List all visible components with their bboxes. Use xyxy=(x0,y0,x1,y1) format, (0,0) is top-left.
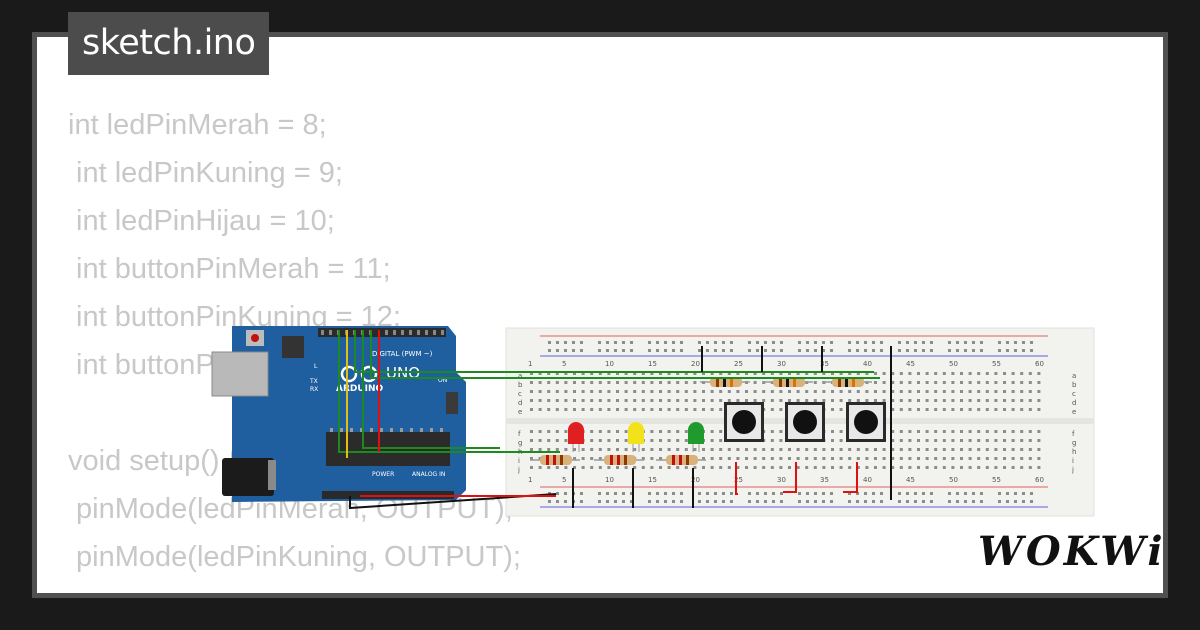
breadboard-column-number: 1 xyxy=(528,476,532,484)
breadboard-row-letter: b xyxy=(1072,381,1077,389)
breadboard-column-number: 35 xyxy=(820,360,829,368)
breadboard-row-letter: a xyxy=(1072,372,1076,380)
breadboard-row-letter: e xyxy=(518,408,522,416)
breadboard-column-number: 45 xyxy=(906,360,915,368)
breadboard-column-number: 10 xyxy=(605,476,614,484)
breadboard-row-letter: g xyxy=(1072,439,1076,447)
breadboard-row-letter: i xyxy=(518,457,520,465)
breadboard-column-number: 30 xyxy=(777,360,786,368)
rx-label: RX xyxy=(310,386,318,393)
breadboard-column-number: 30 xyxy=(777,476,786,484)
breadboard-column-number: 5 xyxy=(562,360,566,368)
usb-port xyxy=(211,351,269,397)
power-label: POWER xyxy=(372,471,394,478)
pushbutton-1[interactable] xyxy=(724,402,764,442)
breadboard-column-number: 10 xyxy=(605,360,614,368)
breadboard-column-number: 35 xyxy=(820,476,829,484)
led-yellow[interactable] xyxy=(628,422,644,452)
breadboard-column-number: 20 xyxy=(691,476,700,484)
breadboard-column-number: 20 xyxy=(691,360,700,368)
breadboard-column-number: 25 xyxy=(734,476,743,484)
resistor-top-2[interactable] xyxy=(763,377,813,387)
digital-label: DIGITAL (PWM ~) xyxy=(372,350,433,358)
breadboard-column-number: 40 xyxy=(863,360,872,368)
pushbutton-2[interactable] xyxy=(785,402,825,442)
breadboard-row-letter: f xyxy=(1072,430,1075,438)
breadboard-row-letter: h xyxy=(1072,448,1076,456)
resistor-top-3[interactable] xyxy=(822,377,872,387)
wires xyxy=(338,330,880,510)
breadboard-column-number: 5 xyxy=(562,476,566,484)
code-line: void setup() { xyxy=(68,445,238,477)
resistor-bottom-1[interactable] xyxy=(530,455,580,465)
breadboard-column-number: 40 xyxy=(863,476,872,484)
breadboard-row-letter: e xyxy=(1072,408,1076,416)
led-l-label: L xyxy=(314,363,318,370)
board-brand: ARDUINO xyxy=(336,384,384,394)
resistor-bottom-2[interactable] xyxy=(594,455,644,465)
breadboard-row-letter: c xyxy=(1072,390,1076,398)
code-line: int ledPinMerah = 8; xyxy=(68,109,327,141)
breadboard-column-number: 15 xyxy=(648,476,657,484)
breadboard-column-number: 50 xyxy=(949,476,958,484)
breadboard-column-number: 60 xyxy=(1035,360,1044,368)
breadboard-row-letter: d xyxy=(1072,399,1076,407)
wokwi-logo: WOKWi xyxy=(978,528,1166,575)
breadboard-row-letter: g xyxy=(518,439,522,447)
analog-label: ANALOG IN xyxy=(412,471,445,478)
breadboard-column-number: 55 xyxy=(992,360,1001,368)
reset-button[interactable] xyxy=(251,334,259,342)
breadboard-column-number: 25 xyxy=(734,360,743,368)
pushbutton-3[interactable] xyxy=(846,402,886,442)
digital-header xyxy=(318,328,446,337)
code-line: int buttonPinMerah = 11; xyxy=(68,253,391,285)
breadboard-column-number: 60 xyxy=(1035,476,1044,484)
code-line: int ledPinKuning = 9; xyxy=(68,157,343,189)
code-line: pinMode(ledPinKuning, OUTPUT); xyxy=(68,541,521,573)
breadboard-row-letter: a xyxy=(518,372,522,380)
breadboard-row-letter: j xyxy=(1071,466,1074,474)
breadboard-row-letter: i xyxy=(1072,457,1074,465)
resistor-bottom-3[interactable] xyxy=(656,455,706,465)
code-line: pinMode(ledPinHijau, OUTPUT); xyxy=(68,581,521,593)
breadboard-column-number: 1 xyxy=(528,360,532,368)
resistor-top-1[interactable] xyxy=(700,377,750,387)
tx-label: TX xyxy=(309,378,318,385)
code-line: int ledPinHijau = 10; xyxy=(68,205,335,237)
breadboard-column-number: 15 xyxy=(648,360,657,368)
sketch-title: sketch.ino xyxy=(68,12,270,75)
breadboard-row-letter: c xyxy=(518,390,522,398)
breadboard-column-number: 45 xyxy=(906,476,915,484)
breadboard-row-letter: f xyxy=(518,430,521,438)
breadboard-row-letter: j xyxy=(517,466,520,474)
led-green[interactable] xyxy=(688,422,704,452)
breadboard-row-letter: b xyxy=(518,381,523,389)
led-red[interactable] xyxy=(568,422,584,452)
power-jack xyxy=(222,458,274,496)
breadboard-column-number: 50 xyxy=(949,360,958,368)
code-preview: int ledPinMerah = 8; int ledPinKuning = … xyxy=(68,101,521,593)
breadboard-row-letter: d xyxy=(518,399,522,407)
on-label: ON xyxy=(438,377,447,384)
breadboard-column-number: 55 xyxy=(992,476,1001,484)
